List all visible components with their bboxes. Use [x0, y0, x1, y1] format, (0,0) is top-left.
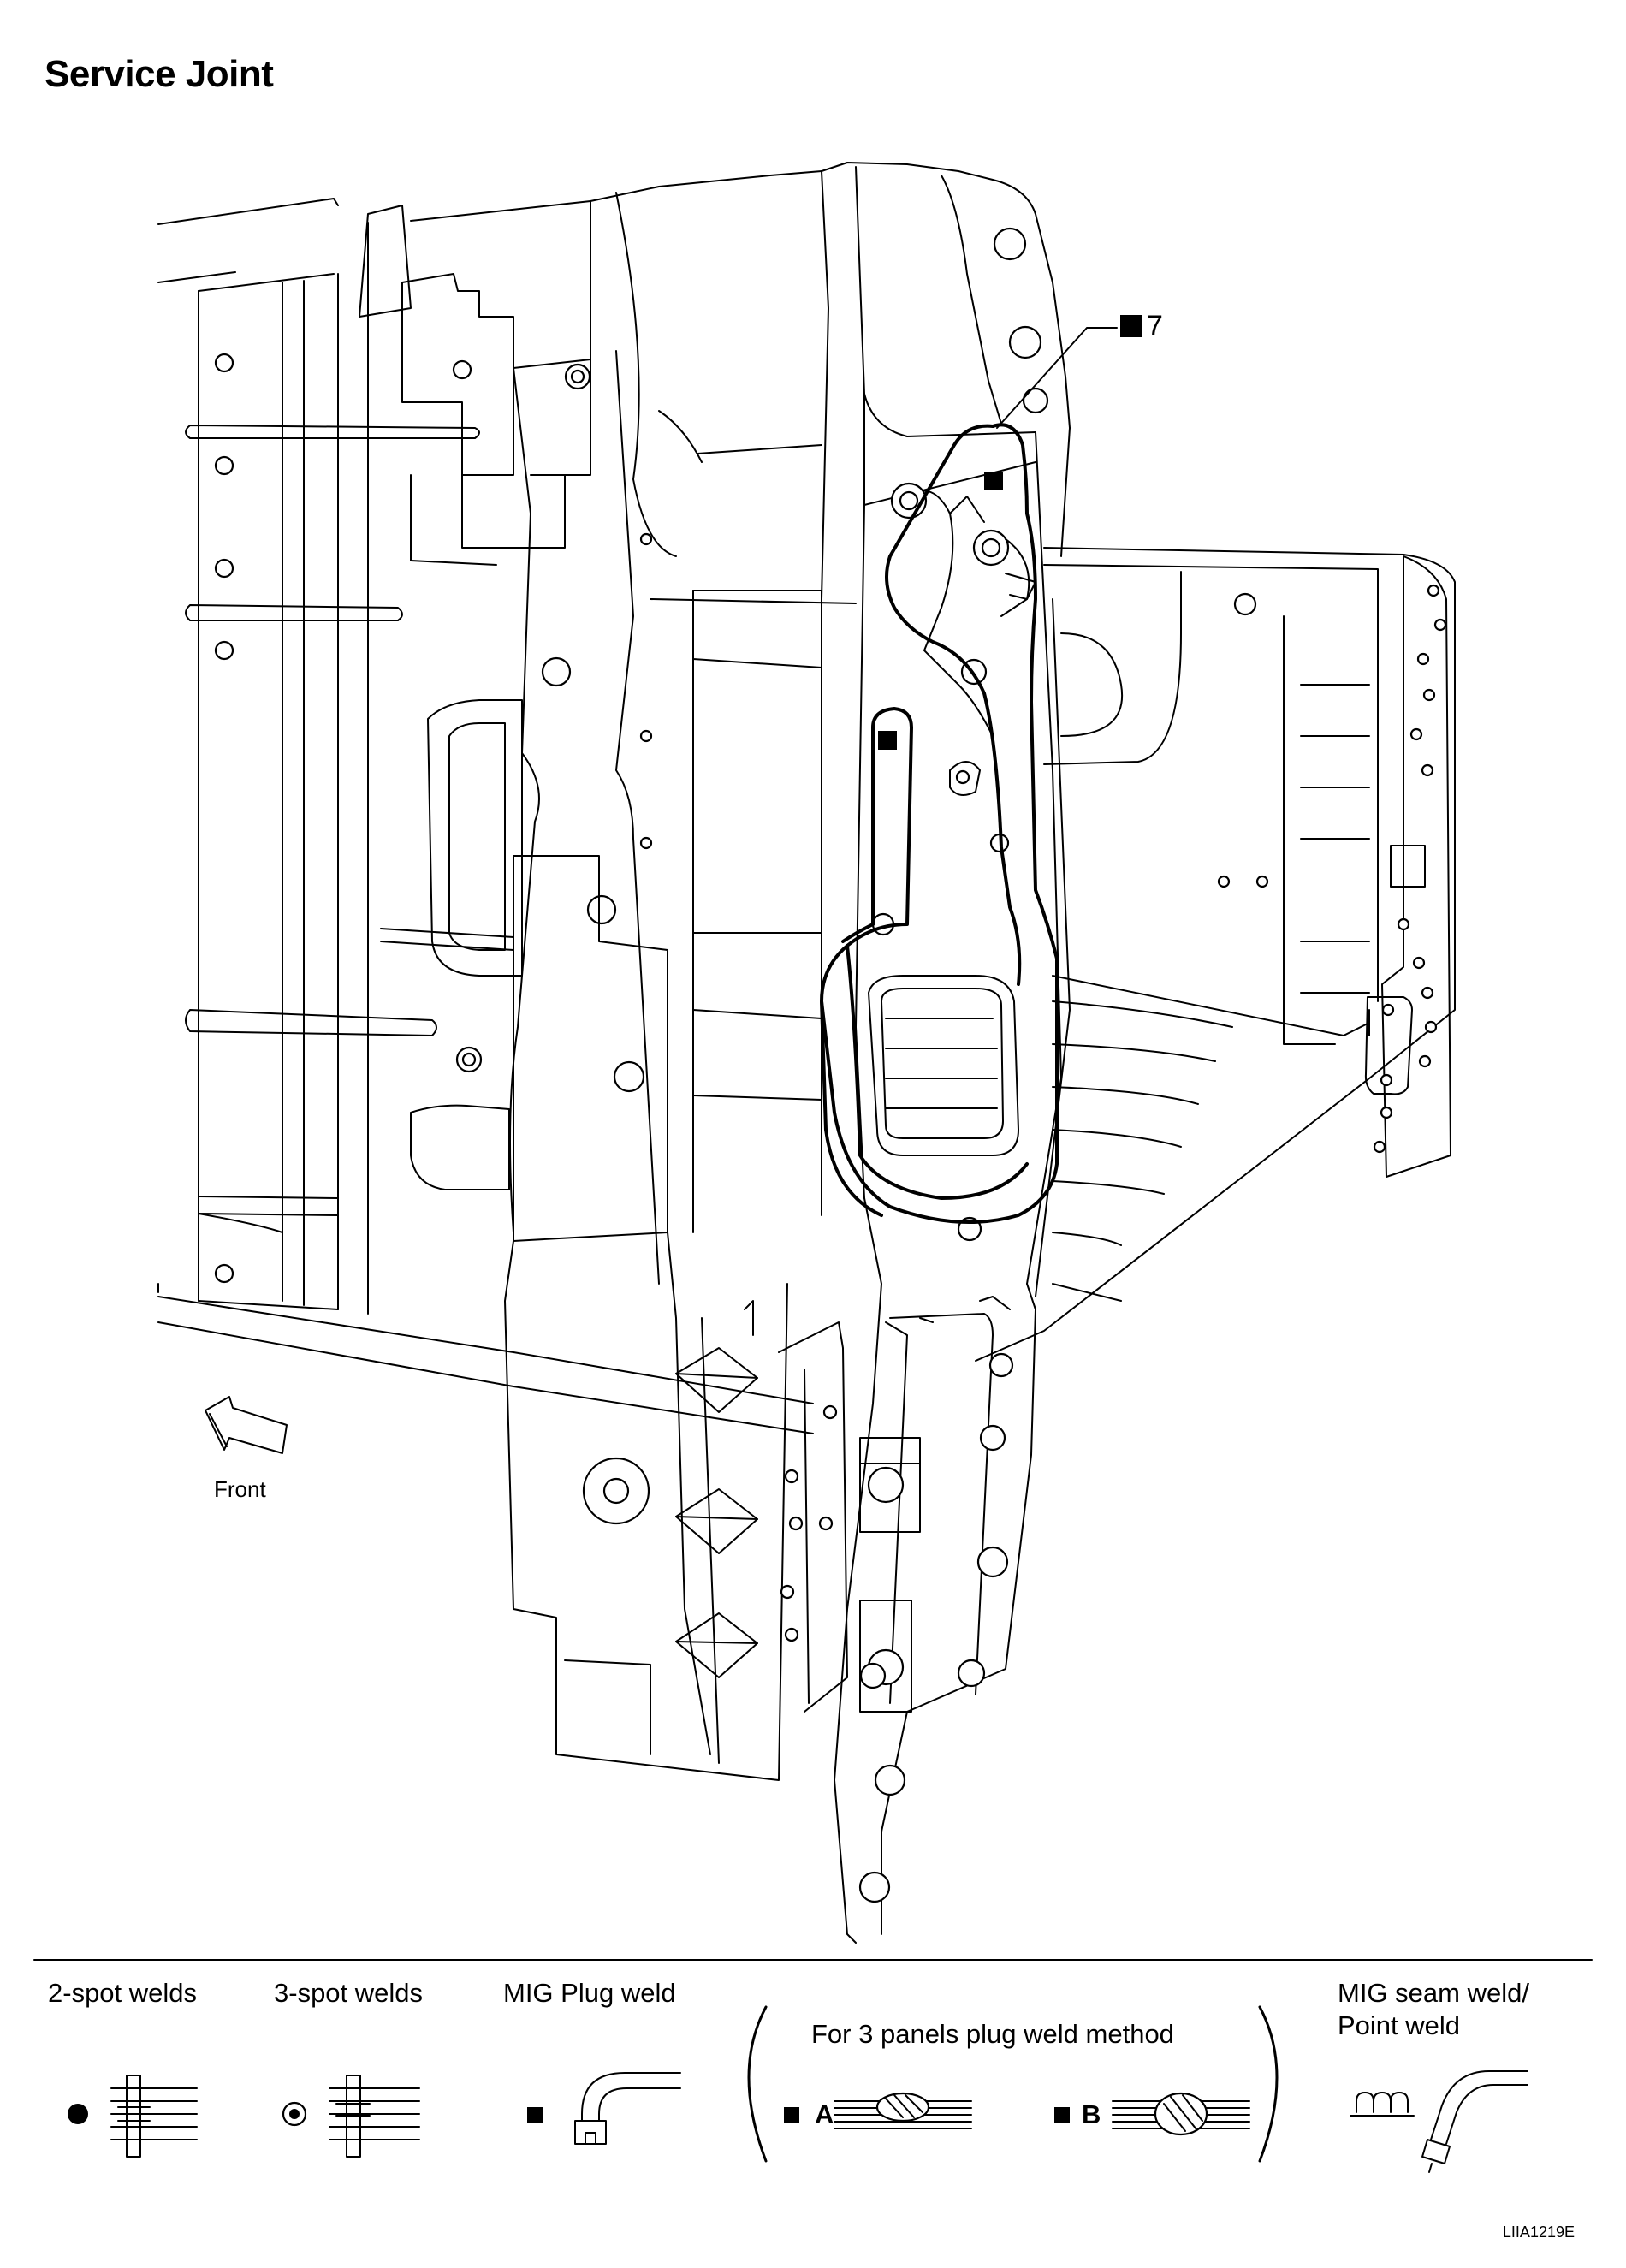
page-title: Service Joint	[45, 53, 274, 95]
callout-leader-line	[996, 327, 1118, 429]
callout-marker	[1120, 315, 1142, 337]
right-parenthesis	[1258, 2005, 1279, 2163]
legend-three-panel-label: For 3 panels plug weld method	[811, 2019, 1174, 2049]
plug-weld-method-a-icon	[784, 2092, 972, 2129]
legend-seam-weld-line1: MIG seam weld/	[1338, 1978, 1529, 2008]
front-label: Front	[214, 1476, 266, 1502]
left-body-structure	[157, 198, 814, 1434]
rear-floor-panel	[975, 547, 1456, 1362]
legend-method-a-label: A	[815, 2099, 834, 2129]
legend-two-spot-label: 2-spot welds	[48, 1978, 198, 2008]
center-side-member	[504, 170, 857, 1781]
mig-plug-weld-icon	[527, 2072, 681, 2145]
pillar-member	[821, 162, 1071, 1944]
front-arrow-icon	[205, 1396, 288, 1454]
legend-seam-weld-label: MIG seam weld/ Point weld	[1338, 1977, 1529, 2042]
legend-three-spot-label: 3-spot welds	[274, 1978, 424, 2008]
callout-number: 7	[1147, 310, 1163, 342]
three-spot-weld-icon	[282, 2075, 420, 2158]
legend-seam-weld-line2: Point weld	[1338, 2010, 1461, 2040]
plug-weld-method-b-icon	[1054, 2092, 1250, 2136]
plug-weld-marker-lower	[878, 731, 897, 750]
left-parenthesis	[747, 2005, 768, 2163]
legend-mig-plug-label: MIG Plug weld	[503, 1978, 676, 2008]
mig-seam-weld-icon	[1350, 2070, 1528, 2173]
plug-weld-marker-upper	[984, 472, 1003, 490]
service-joint-outline	[820, 423, 1059, 1224]
figure-code: LIIA1219E	[1502, 2223, 1575, 2241]
legend-method-b-label: B	[1082, 2099, 1101, 2129]
two-spot-weld-icon	[68, 2075, 198, 2158]
